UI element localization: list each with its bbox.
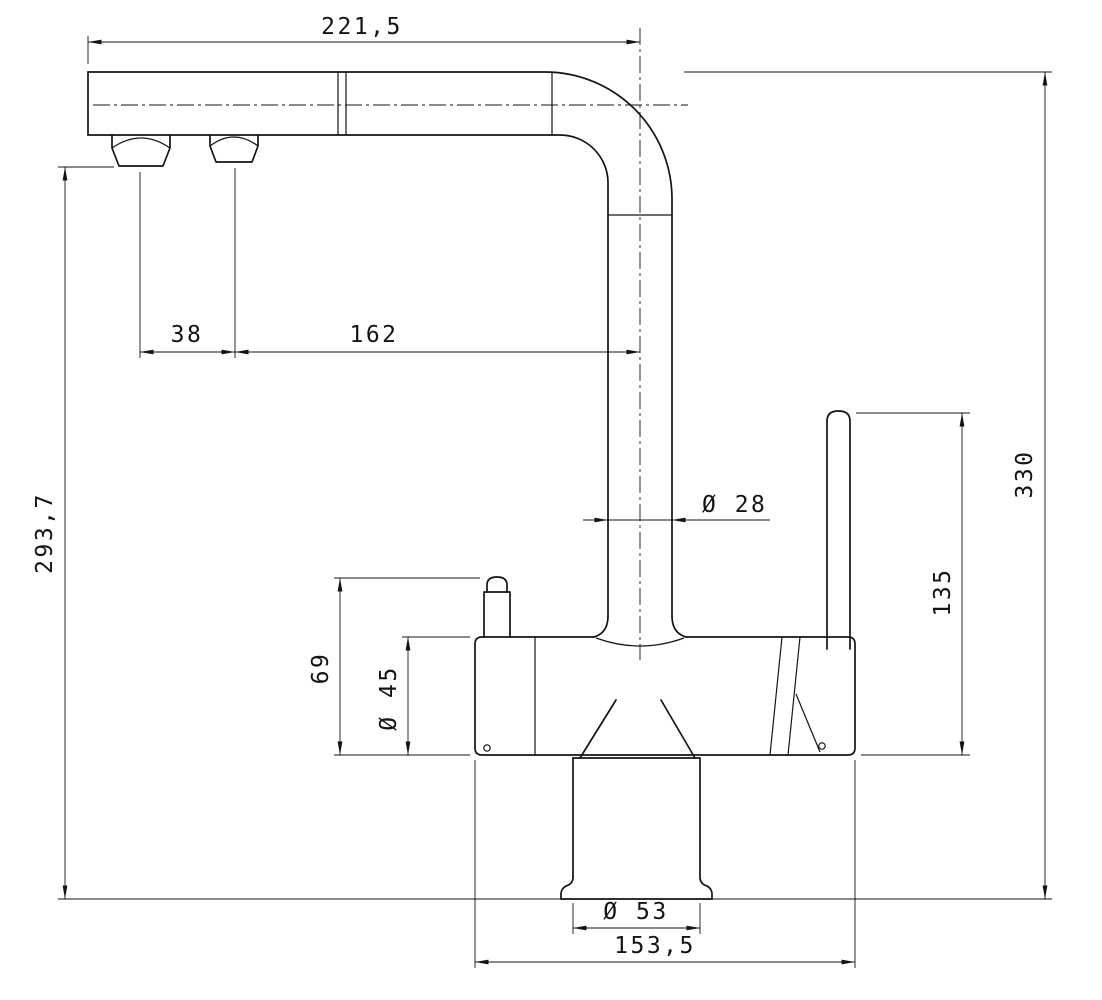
dim-label-outlet-spacing: 38 [171,322,204,348]
dim-overall-height: 330 [684,71,1052,900]
dim-label-column-diameter: Ø 28 [702,492,767,518]
base-cone [579,699,696,759]
dim-label-body-diameter: Ø 45 [376,665,402,730]
faucet-outline [87,71,856,900]
base-flange-left [560,876,574,900]
mixer-body [474,636,856,756]
column-neck-saddle [595,637,685,647]
dim-column-diameter: Ø 28 [583,492,770,523]
dim-outlet-positions: 38 162 [139,168,640,358]
dim-body-diameter: Ø 45 [376,636,470,755]
aerator-primary-dome [111,137,171,149]
dim-label-filter-lever-height: 69 [308,652,334,685]
dim-body-length: 153,5 [474,760,856,968]
base-flange-right [699,876,713,900]
spout-and-elbow-outer-edge [87,71,673,617]
spout-and-elbow-inner-edge [87,134,609,617]
dim-clearance-height: 293,7 [32,166,561,900]
dim-label-body-length: 153,5 [614,933,696,959]
main-handle [826,410,851,650]
aerator-secondary [209,134,259,163]
handle-joint-slants [769,636,801,756]
dim-filter-lever-height: 69 [308,577,480,756]
handle-linkage-slant [795,693,821,753]
base-column-sides [572,757,701,878]
dim-base-diameter: Ø 53 [572,899,701,934]
aerator-secondary-dome [209,136,259,147]
column-neck-left [593,615,609,638]
column-neck-right [671,615,687,638]
dim-spout-reach: 221,5 [87,14,640,64]
centerlines [93,28,688,660]
dim-label-base-diameter: Ø 53 [603,899,668,925]
dim-label-clearance-height: 293,7 [32,492,58,574]
set-screw-right [818,742,826,750]
aerator-primary [111,134,171,167]
filter-lever-cap [486,576,508,593]
dim-label-spout-reach: 221,5 [321,14,403,40]
spout-seam-double [337,72,347,135]
dim-label-overall-height: 330 [1012,449,1038,498]
filter-lever-stem [483,591,511,638]
dim-handle-span: 135 [856,412,970,756]
dim-label-handle-span: 135 [930,567,956,616]
dim-label-outlet-to-axis: 162 [349,322,398,348]
set-screw-left [483,744,491,752]
